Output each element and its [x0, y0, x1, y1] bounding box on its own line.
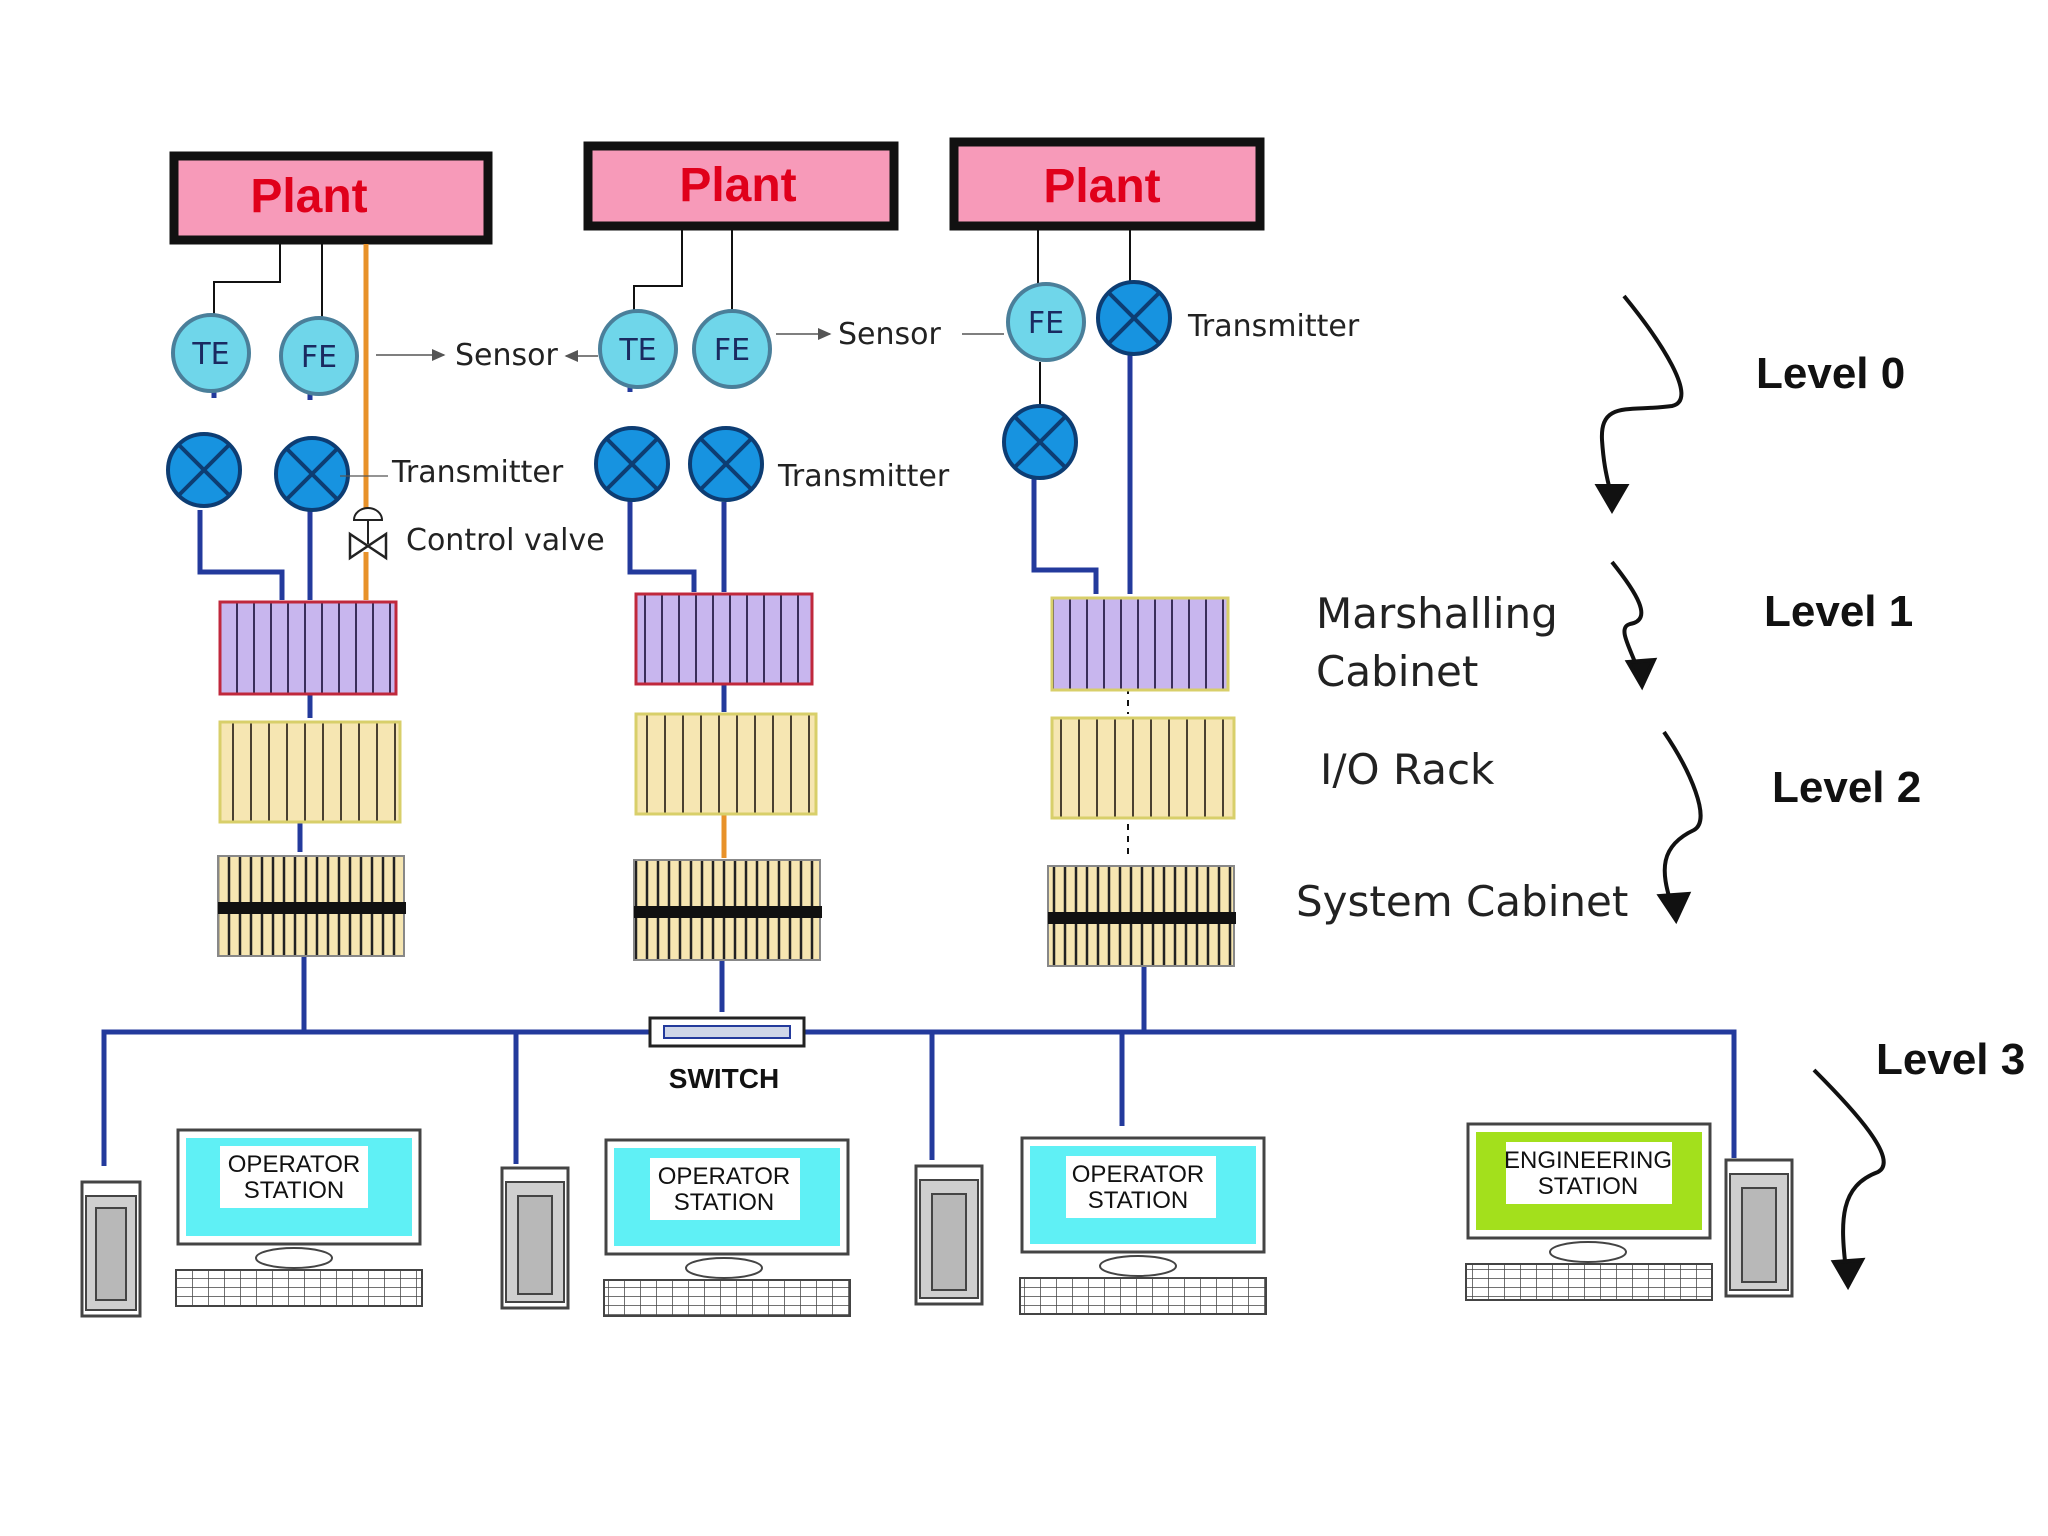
squiggle-arrow-icon: [1656, 730, 1703, 925]
server-tower-1: [80, 1180, 142, 1318]
io-rack-1: [218, 720, 402, 824]
squiggle-arrow-icon: [1812, 1068, 1886, 1291]
annotations: [340, 328, 1004, 477]
transmitter-icon: [594, 426, 670, 502]
transmitter-icon: [1096, 280, 1172, 356]
transmitter-icon: [274, 436, 350, 512]
plant-box-3: Plant: [949, 137, 1265, 231]
transmitter-label: Transmitter: [1187, 309, 1360, 344]
transmitter-icon: [166, 432, 242, 508]
fe-sensor-3: FE: [1006, 282, 1086, 362]
marshalling-label: Cabinet: [1316, 647, 1478, 696]
level-label: Level 1: [1764, 587, 1913, 636]
station-label: STATION: [1538, 1173, 1638, 1200]
engineering-station: ENGINEERING STATION: [1465, 1122, 1713, 1301]
process-connections: [101, 230, 1737, 1166]
network-switch: [648, 1016, 806, 1048]
transmitter-label: Transmitter: [391, 455, 564, 490]
station-label: OPERATOR: [658, 1163, 790, 1190]
squiggle-arrow-icon: [1610, 560, 1658, 691]
fe-label: FE: [1028, 306, 1064, 341]
transmitter-label: Transmitter: [777, 459, 950, 494]
system-cabinet-1: [217, 855, 406, 957]
io-rack-label: I/O Rack: [1320, 745, 1495, 794]
te-sensor-2: TE: [598, 309, 678, 389]
station-label: ENGINEERING: [1504, 1147, 1672, 1174]
fe-label: FE: [714, 333, 750, 368]
operator-station-2: OPERATOR STATION: [603, 1138, 851, 1317]
transmitter-icon: [688, 426, 764, 502]
marshalling-label: Marshalling: [1316, 589, 1558, 638]
keyboard-icon: [603, 1279, 851, 1317]
marshalling-cabinet-2: [634, 592, 814, 686]
plant-label: Plant: [679, 159, 796, 212]
plant-label: Plant: [250, 170, 367, 223]
te-label: TE: [191, 337, 229, 372]
operator-station-3: OPERATOR STATION: [1019, 1136, 1267, 1315]
sensor-label: Sensor: [455, 338, 558, 373]
system-cabinet-3: [1047, 865, 1236, 967]
keyboard-icon: [175, 1269, 423, 1307]
keyboard-icon: [1019, 1277, 1267, 1315]
transmitter-icon: [1002, 404, 1078, 480]
server-tower-4: [1724, 1158, 1794, 1298]
level-label: Level 3: [1876, 1035, 2025, 1084]
station-label: OPERATOR: [1072, 1161, 1204, 1188]
control-valve-label: Control valve: [406, 523, 605, 558]
server-tower-3: [914, 1164, 984, 1306]
squiggle-arrow-icon: [1594, 294, 1684, 514]
system-cabinet-2: [633, 859, 822, 961]
system-cabinet-label: System Cabinet: [1296, 877, 1628, 926]
plant-box-2: Plant: [583, 141, 899, 231]
station-label: STATION: [1088, 1187, 1188, 1214]
fe-sensor-2: FE: [692, 309, 772, 389]
operator-station-1: OPERATOR STATION: [175, 1128, 423, 1307]
plant-box-1: Plant: [169, 151, 493, 245]
sensor-label: Sensor: [838, 317, 941, 352]
marshalling-cabinet-3: [1050, 596, 1230, 692]
te-sensor-1: TE: [171, 313, 251, 393]
switch-label: SWITCH: [669, 1063, 779, 1094]
server-tower-2: [500, 1166, 570, 1310]
level-arrows: [1594, 294, 1886, 1291]
level-label: Level 2: [1772, 763, 1921, 812]
te-label: TE: [618, 333, 656, 368]
fe-label: FE: [301, 340, 337, 375]
station-label: OPERATOR: [228, 1151, 360, 1178]
control-valve-icon: [348, 507, 388, 561]
plant-label: Plant: [1043, 160, 1160, 213]
fe-sensor-1: FE: [279, 316, 359, 396]
level-label: Level 0: [1756, 349, 1905, 398]
keyboard-icon: [1465, 1263, 1713, 1301]
station-label: STATION: [244, 1177, 344, 1204]
station-label: STATION: [674, 1189, 774, 1216]
io-rack-3: [1050, 716, 1236, 820]
io-rack-2: [634, 712, 818, 816]
marshalling-cabinet-1: [218, 600, 398, 696]
